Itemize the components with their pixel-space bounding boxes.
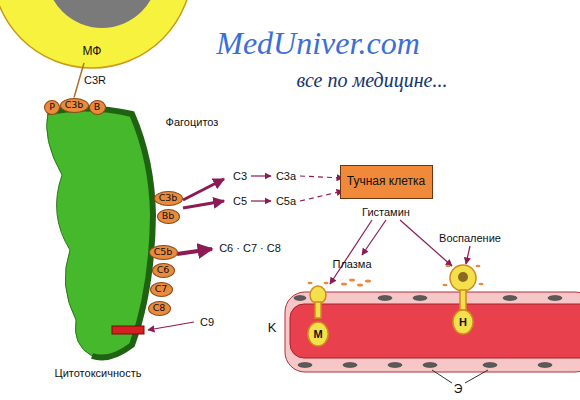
node-text: C7	[155, 284, 168, 294]
node-text: МФ	[83, 45, 102, 58]
process-label: Воспаление	[439, 232, 501, 244]
migrating-cells	[310, 265, 476, 318]
complement-blob: C6	[152, 263, 175, 278]
node-text: C3b	[159, 193, 178, 203]
node-text: P	[49, 102, 55, 112]
blood-vessel	[285, 292, 580, 372]
macrophage-label: МФ	[80, 43, 105, 61]
component-label: C3	[233, 170, 247, 182]
node-text: C6	[157, 265, 170, 275]
node-text: B	[94, 102, 101, 112]
complement-blob: Bb	[157, 209, 180, 224]
node-text: C5b	[154, 247, 173, 257]
leader-lines	[432, 370, 488, 383]
node-text: C8	[153, 303, 166, 313]
complement-blob: C3b	[154, 191, 183, 206]
node-text: М	[313, 328, 322, 340]
complement-blob: P	[44, 100, 60, 115]
complement-blob: C3b	[60, 98, 89, 113]
mediator-label: Гистамин	[362, 206, 410, 218]
complement-blob: B	[89, 100, 106, 115]
node-text: Н	[459, 316, 467, 328]
mast-cell-box: Тучная клетка	[340, 165, 433, 199]
neutrophil-cell: Н	[452, 309, 474, 335]
component-label: C5	[233, 195, 247, 207]
watermark: MedUniver.com	[216, 26, 419, 61]
part-label: Э	[454, 383, 463, 396]
node-text: Тучная клетка	[347, 175, 425, 188]
membrane-pore	[112, 326, 144, 334]
node-text: Bb	[162, 211, 175, 221]
part-label: Плазма	[332, 258, 371, 270]
node-text: C3b	[65, 100, 84, 110]
component-label: C3a	[276, 170, 296, 182]
complement-blob: C7	[150, 282, 173, 297]
component-label: C6 · C7 · C8	[219, 242, 281, 254]
part-label: K	[268, 321, 277, 335]
process-label: Фагоцитоз	[166, 116, 219, 128]
complement-blob: C5b	[149, 245, 178, 260]
receptor-link	[74, 63, 84, 98]
component-label: C9	[200, 316, 214, 328]
macrophage	[0, 0, 192, 68]
watermark-subtitle: все по медицине...	[297, 69, 448, 91]
complement-blob: C8	[148, 301, 171, 316]
component-label: C5a	[276, 195, 296, 207]
monocyte-cell: М	[307, 321, 329, 347]
process-label: Цитотоксичность	[55, 367, 142, 379]
bacterium	[47, 108, 153, 357]
endothelial-nuclei	[294, 296, 562, 368]
cell-nucleus	[458, 272, 468, 282]
receptor-label: C3R	[84, 74, 106, 86]
